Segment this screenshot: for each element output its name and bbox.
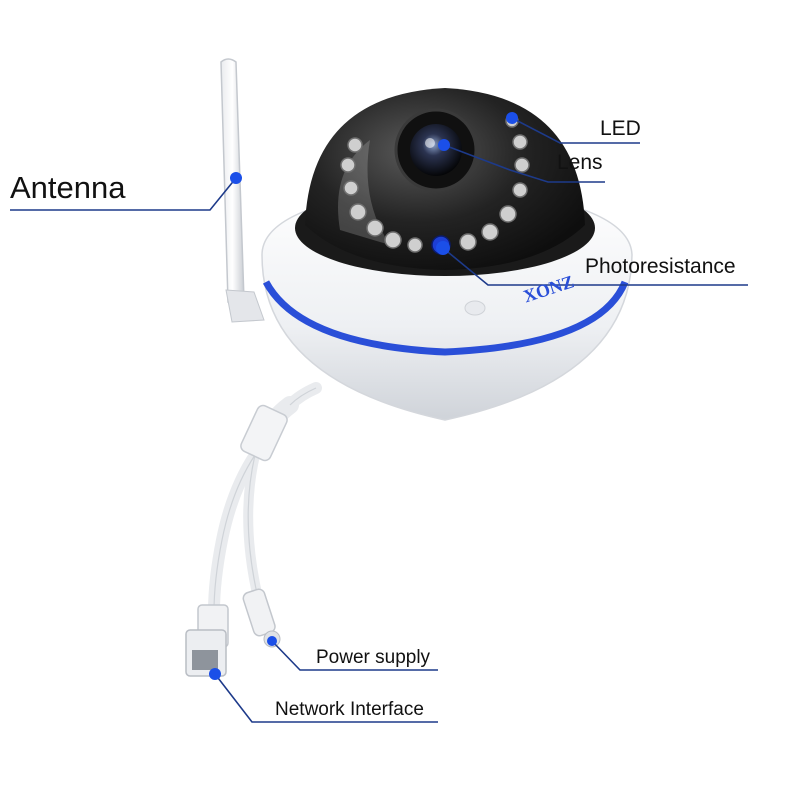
callout-label-lens: Lens xyxy=(557,151,603,174)
callout-label-power-supply: Power supply xyxy=(316,647,431,668)
callout-label-photoresistance: Photoresistance xyxy=(585,255,736,278)
rj45-connector xyxy=(185,604,229,677)
callout-label-led: LED xyxy=(600,117,641,140)
cable-splitter xyxy=(240,404,288,462)
callout-label-network-interface: Network Interface xyxy=(275,699,424,720)
callout-lines xyxy=(10,117,748,723)
callout-dots xyxy=(209,112,518,680)
lens xyxy=(394,108,478,192)
antenna xyxy=(220,58,265,323)
callout-label-antenna: Antenna xyxy=(10,170,126,205)
